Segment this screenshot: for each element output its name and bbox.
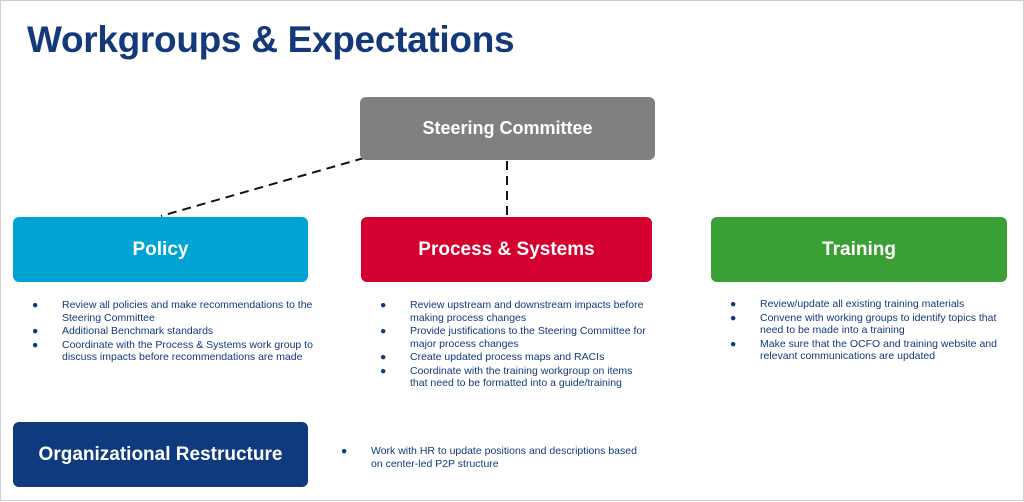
list-item: ●Provide justifications to the Steering … [376, 325, 646, 350]
list-item: ●Coordinate with the training workgroup … [376, 365, 646, 390]
list-item: ●Review/update all existing training mat… [726, 298, 1006, 311]
bullet-dot-icon: ● [380, 299, 387, 311]
bullet-dot-icon: ● [380, 364, 387, 377]
process-systems-label: Process & Systems [418, 238, 595, 260]
bullet-dot-icon: ● [380, 325, 387, 337]
training-box: Training [711, 217, 1007, 282]
list-item: ●Coordinate with the Process & Systems w… [28, 339, 318, 364]
bullet-dot-icon: ● [32, 325, 39, 337]
organizational-restructure-box: Organizational Restructure [13, 422, 308, 487]
list-item: ●Make sure that the OCFO and training we… [726, 338, 1006, 363]
bullet-dot-icon: ● [380, 351, 387, 363]
list-item: ●Review all policies and make recommenda… [28, 299, 318, 324]
training-bullet-list: ●Review/update all existing training mat… [726, 298, 1006, 364]
policy-box: Policy [13, 217, 308, 282]
process-systems-bullet-list: ●Review upstream and downstream impacts … [376, 299, 646, 391]
list-item: ●Additional Benchmark standards [28, 325, 318, 338]
list-item: ●Review upstream and downstream impacts … [376, 299, 646, 324]
connector-steering-policy [160, 157, 365, 217]
steering-committee-box: Steering Committee [360, 97, 655, 160]
list-item: ●Convene with working groups to identify… [726, 312, 1006, 337]
training-label: Training [822, 238, 896, 260]
bullet-dot-icon: ● [32, 299, 39, 311]
organizational-restructure-bullet-list: ●Work with HR to update positions and de… [337, 445, 637, 471]
policy-bullet-list: ●Review all policies and make recommenda… [28, 299, 318, 365]
list-item: ●Create updated process maps and RACIs [376, 351, 646, 364]
bullet-dot-icon: ● [32, 338, 39, 351]
bullet-dot-icon: ● [730, 337, 737, 350]
page-title: Workgroups & Expectations [27, 19, 515, 60]
bullet-dot-icon: ● [730, 311, 737, 324]
bullet-dot-icon: ● [341, 445, 348, 457]
process-systems-box: Process & Systems [361, 217, 652, 282]
policy-label: Policy [132, 238, 189, 260]
list-item: ●Work with HR to update positions and de… [337, 445, 637, 470]
organizational-restructure-label: Organizational Restructure [38, 443, 283, 465]
steering-committee-label: Steering Committee [422, 118, 593, 138]
bullet-dot-icon: ● [730, 298, 737, 310]
